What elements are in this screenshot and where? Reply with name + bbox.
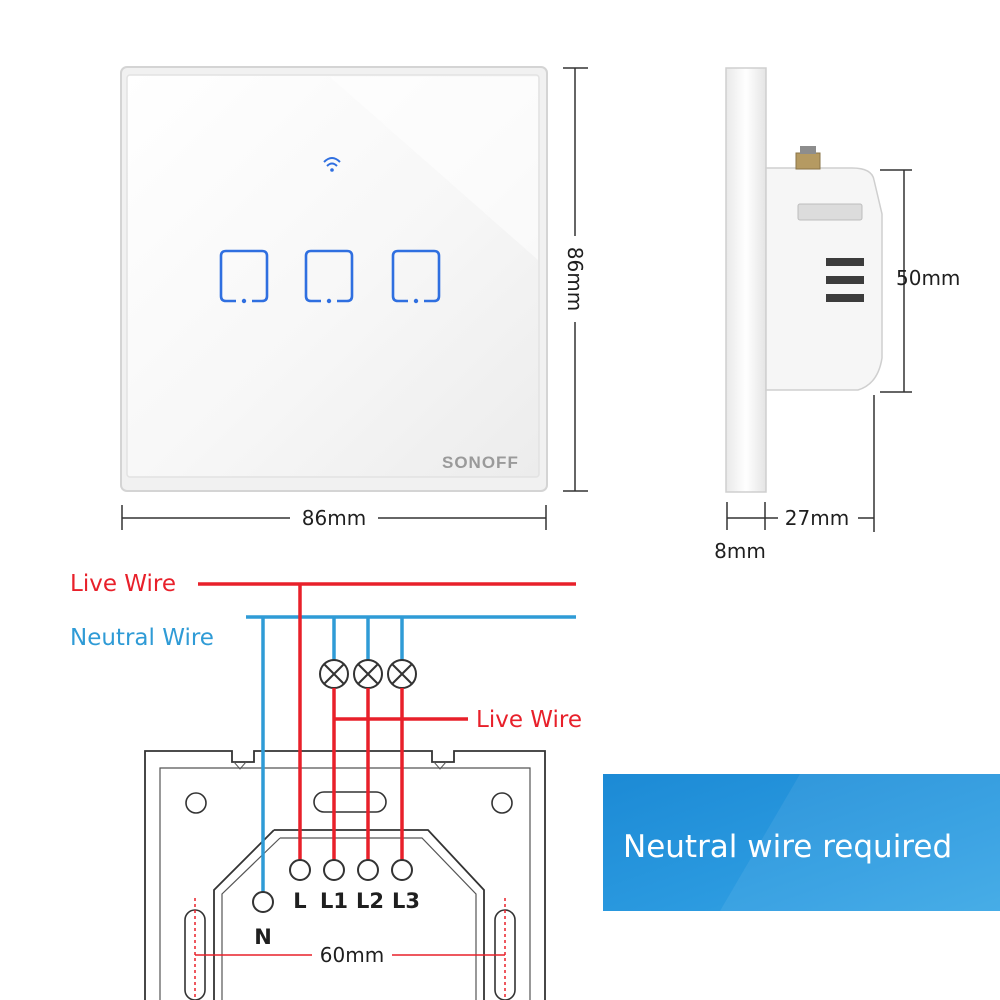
mount-hole-left bbox=[185, 792, 207, 814]
terminal-label-n: N bbox=[254, 925, 272, 949]
banner-background bbox=[603, 774, 1000, 911]
lamp-3 bbox=[387, 659, 417, 689]
terminal-l bbox=[289, 859, 311, 881]
touch-button-2[interactable] bbox=[304, 249, 354, 304]
terminal-l1 bbox=[323, 859, 345, 881]
wifi-icon bbox=[323, 157, 341, 172]
neutral-required-banner: Neutral wire required bbox=[603, 774, 1000, 911]
front-width-dimension bbox=[121, 505, 547, 530]
touch-button-1[interactable] bbox=[219, 249, 269, 304]
terminal-housing bbox=[213, 829, 485, 1000]
side-depth-dimension bbox=[726, 395, 875, 532]
lamp-1 bbox=[319, 659, 349, 689]
front-glass-panel bbox=[126, 74, 540, 478]
terminal-label-l: L bbox=[293, 889, 306, 913]
side-body-height-label: 50mm bbox=[896, 266, 960, 290]
wiring-schematic: 60mm bbox=[70, 571, 582, 1000]
side-body-height-dimension bbox=[880, 169, 912, 393]
side-plate-label: 8mm bbox=[714, 539, 766, 563]
terminal-n bbox=[252, 891, 274, 913]
live-wire-label: Live Wire bbox=[70, 571, 176, 597]
terminal-label-l2: L2 bbox=[356, 889, 384, 913]
neutral-wire-label: Neutral Wire bbox=[70, 625, 214, 651]
back-box-outline bbox=[144, 750, 546, 1000]
side-screw-terminal bbox=[795, 152, 821, 170]
terminal-label-l1: L1 bbox=[320, 889, 348, 913]
terminal-label-l3: L3 bbox=[392, 889, 420, 913]
touch-button-3[interactable] bbox=[391, 249, 441, 304]
lamp-2 bbox=[353, 659, 383, 689]
switch-side-view: 50mm 27mm 8mm bbox=[714, 67, 960, 563]
front-height-dimension bbox=[563, 67, 588, 492]
load-live-wire-label: Live Wire bbox=[476, 707, 582, 733]
sonoff-logo: SONOFF bbox=[442, 453, 519, 472]
terminal-l2 bbox=[357, 859, 379, 881]
box-spacing-label: 60mm bbox=[320, 943, 384, 967]
switch-front-view: SONOFF 86mm 86mm bbox=[120, 66, 588, 530]
box-spacing-dimension bbox=[194, 898, 506, 1000]
side-front-plate bbox=[725, 67, 767, 493]
banner-text: Neutral wire required bbox=[623, 829, 952, 865]
center-slot bbox=[313, 791, 387, 813]
side-back-body bbox=[765, 167, 883, 391]
side-depth-label: 27mm bbox=[785, 506, 849, 530]
mount-hole-right bbox=[491, 792, 513, 814]
front-width-label: 86mm bbox=[302, 506, 366, 530]
terminal-l3 bbox=[391, 859, 413, 881]
front-height-label: 86mm bbox=[563, 247, 587, 311]
